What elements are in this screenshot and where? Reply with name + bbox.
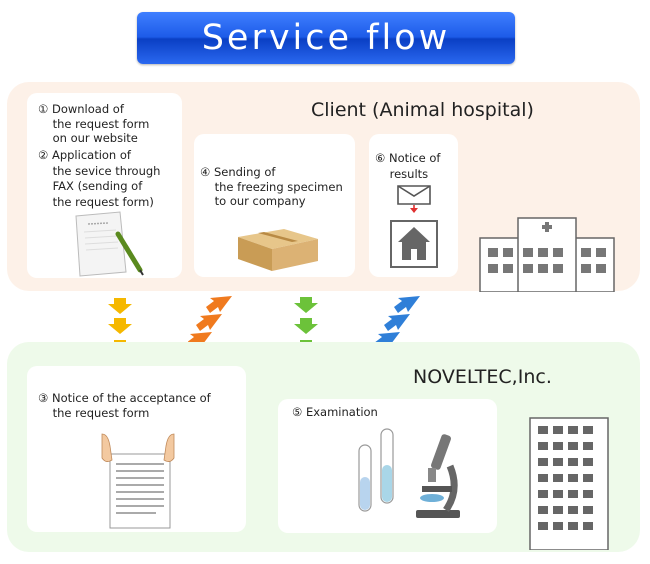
document-hands-icon [101,433,175,529]
step-5-text: ⑤ Examination [292,405,378,419]
step-1-text: ① Download of the request form on our we… [38,102,150,145]
hospital-building-icon [479,217,615,292]
microscope-icon [416,434,460,518]
paper-pen-icon [75,211,144,277]
cardboard-box-icon [238,229,318,271]
step-3-text: ③ Notice of the acceptance of the reques… [38,391,211,420]
envelope-icon [397,185,431,213]
house-icon [390,220,438,268]
step-2-text: ② Application of the sevice through FAX … [38,148,161,209]
step-4-text: ④ Sending of the freezing specimen to ou… [200,165,343,208]
office-building-icon [529,417,609,550]
title-banner: Service flow [137,12,515,64]
noveltec-label: NOVELTEC,Inc. [413,366,552,388]
step-6-text: ⑥ Notice of results [375,151,441,181]
test-tubes-icon [358,428,394,512]
page-title: Service flow [201,18,451,58]
client-label: Client (Animal hospital) [311,99,534,121]
